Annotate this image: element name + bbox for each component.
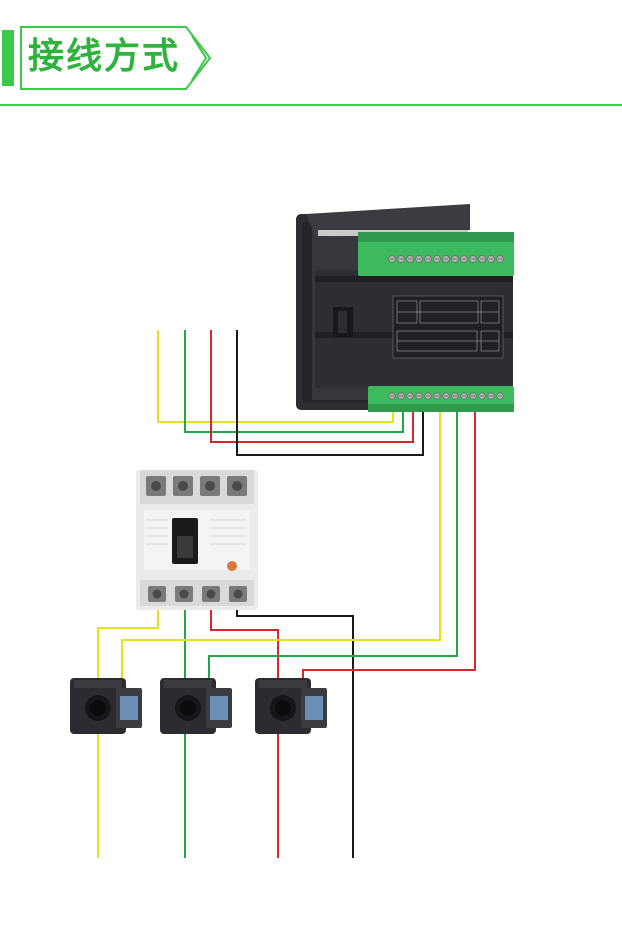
breaker-test-button [227,561,237,571]
top-terminal-screws [388,255,504,263]
ct-label [120,696,138,720]
breaker-top-terminals [146,476,247,496]
page-title: 接线方式 [28,36,181,77]
meter-label-grid [396,300,500,352]
ct-hole-inner [180,700,196,716]
meter-label-plate [392,295,504,359]
ct-top-edge [74,680,122,688]
header-divider [0,104,622,106]
ct-b-icon [160,678,232,734]
wire-n-meter-to-breaker [236,330,424,456]
wire-c-meter-to-breaker [210,330,414,443]
ct-label [210,696,228,720]
wire-a-breaker-to-ct [97,604,159,680]
current-transformers [70,678,327,734]
title-frame [20,26,212,90]
breaker-bottom-terminals [148,586,247,602]
meter-top-terminal-block [358,232,514,276]
ct-a-icon [70,678,142,734]
ct-top-edge [259,680,307,688]
bottom-terminal-screws [388,392,504,400]
circuit-breaker-icon [136,470,258,610]
header: 接线方式 [0,0,622,110]
wire-ct-a-secondary [121,398,441,680]
accent-bar [2,30,14,86]
ct-label [305,696,323,720]
wire-ct-b-secondary [208,398,458,680]
power-meter-icon [296,204,514,412]
wire-b-meter-to-breaker [184,330,404,433]
ct-hole-inner [275,700,291,716]
ct-hole-inner [90,700,106,716]
ct-c-icon [255,678,327,734]
ct-top-edge [164,680,212,688]
wire-ct-c-secondary [302,398,476,680]
